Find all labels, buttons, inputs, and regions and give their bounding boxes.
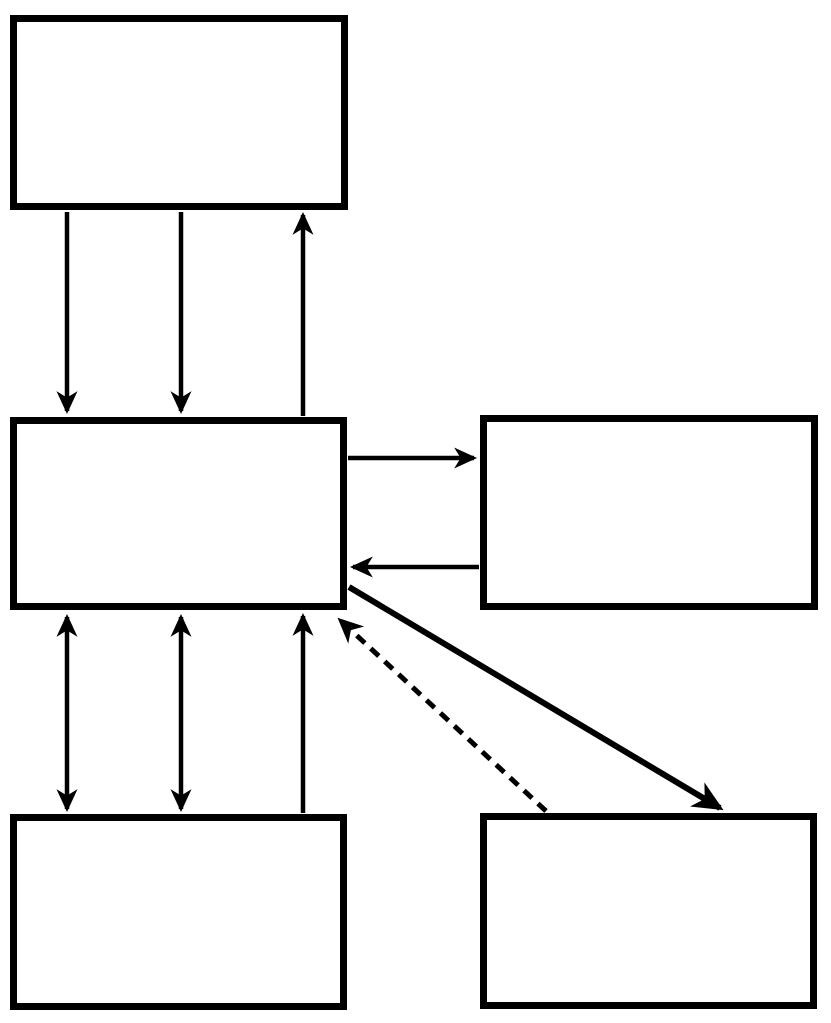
edge-bottomright-to-middle-dash — [337, 617, 548, 813]
box-top-left — [10, 15, 348, 210]
box-middle-right — [480, 415, 818, 610]
box-middle-left — [10, 417, 347, 610]
box-bottom-left — [10, 814, 347, 1010]
box-bottom-right — [480, 813, 817, 1009]
edge-middle-to-bottomright-diag — [347, 584, 724, 811]
